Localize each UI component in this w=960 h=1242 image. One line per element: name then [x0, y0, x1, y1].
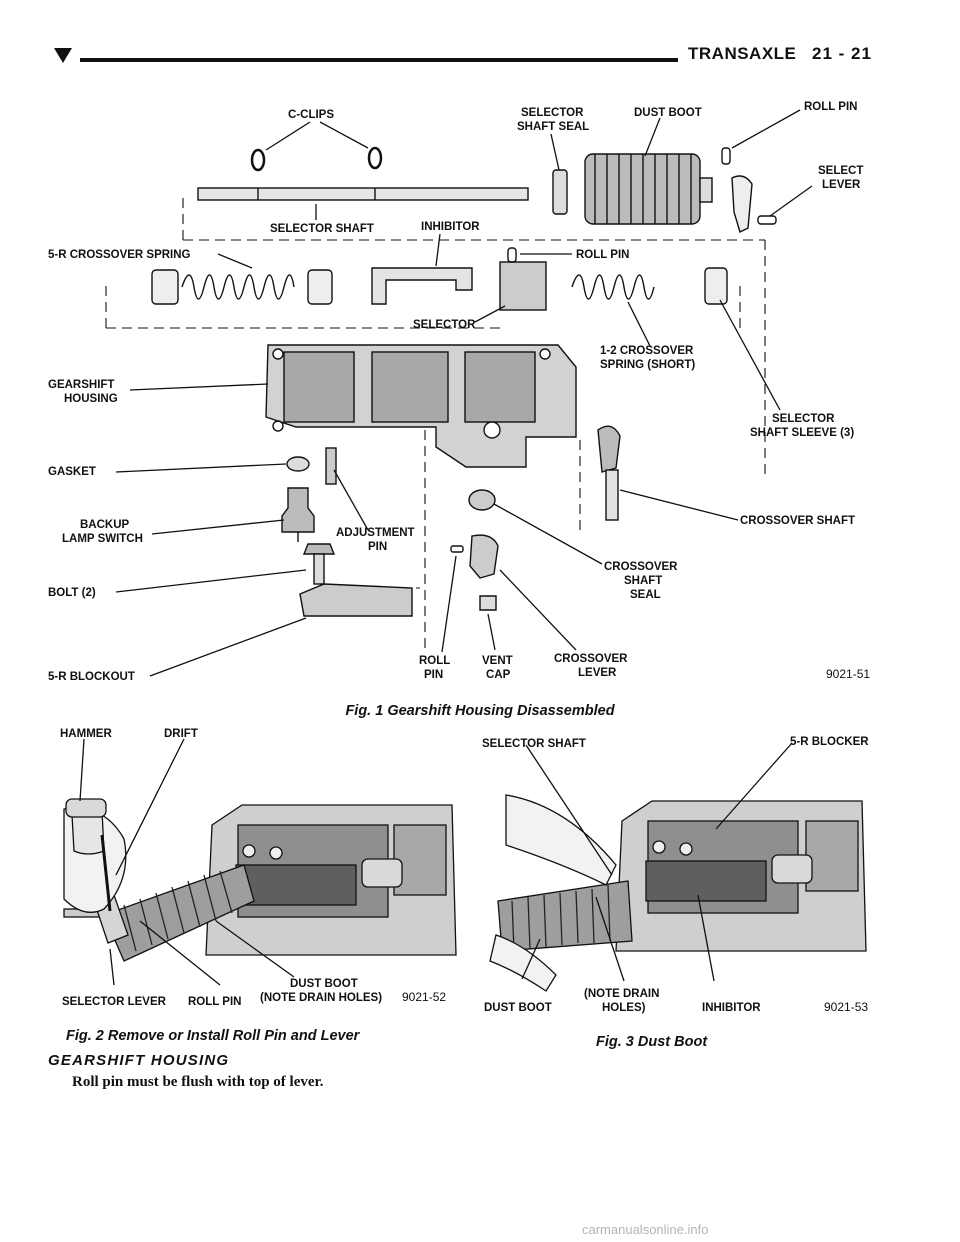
crossover-shaft-seal-part — [468, 489, 496, 511]
figure-1-caption: Fig. 1 Gearshift Housing Disassembled — [345, 703, 615, 719]
figure-2-caption: Fig. 2 Remove or Install Roll Pin and Le… — [66, 1028, 360, 1044]
label-crossover-shaft-seal-3: SEAL — [630, 589, 661, 601]
page-number: 21 - 21 — [812, 44, 872, 63]
crossover-spring-5r-part — [181, 274, 295, 300]
figure-2-photo: HAMMER DRIFT SELECTOR LEVER ROLL PIN DUS… — [44, 725, 464, 1025]
selector-shaft-seal-part — [552, 169, 568, 215]
fig3-label-note-2: HOLES) — [602, 1002, 646, 1014]
label-backup-lamp-switch-2: LAMP SWITCH — [62, 533, 143, 545]
label-c-clips: C-CLIPS — [288, 109, 334, 121]
label-crossover-shaft-seal-1: CROSSOVER — [604, 561, 678, 573]
label-selector-shaft-seal-1: SELECTOR — [521, 107, 584, 119]
figure-1-exploded-diagram: C-CLIPS SELECTOR SHAFT SEAL DUST BOOT RO… — [0, 90, 960, 695]
blockout-5r-part — [299, 583, 413, 617]
label-selector-shaft-sleeve-2: SHAFT SLEEVE (3) — [750, 427, 854, 439]
label-vent-cap-1: VENT — [482, 655, 513, 667]
label-adjustment-pin-2: PIN — [368, 541, 387, 553]
label-selector-shaft: SELECTOR SHAFT — [270, 223, 374, 235]
fig3-label-blocker-5r: 5-R BLOCKER — [790, 736, 869, 748]
label-roll-pin-top: ROLL PIN — [804, 101, 857, 113]
label-crossover-spring-12-1: 1-2 CROSSOVER — [600, 345, 694, 357]
roll-pin-mid-part — [507, 247, 517, 263]
sleeve-right — [704, 267, 728, 305]
label-blockout-5r: 5-R BLOCKOUT — [48, 671, 135, 683]
fig2-label-hammer: HAMMER — [60, 728, 112, 740]
roll-pin-top-part — [721, 147, 731, 165]
label-selector: SELECTOR — [413, 319, 476, 331]
roll-pin-bottom-part — [450, 545, 464, 553]
figure-3-caption: Fig. 3 Dust Boot — [596, 1034, 708, 1050]
label-selector-shaft-seal-2: SHAFT SEAL — [517, 121, 589, 133]
label-bolt: BOLT (2) — [48, 587, 96, 599]
label-inhibitor: INHIBITOR — [421, 221, 480, 233]
inhibitor-part — [371, 267, 473, 305]
bolt-part — [302, 543, 336, 585]
fig3-label-inhibitor: INHIBITOR — [702, 1002, 761, 1014]
selector-shaft-part — [197, 187, 529, 201]
label-select-lever-2: LEVER — [822, 179, 861, 191]
section-heading: GEARSHIFT HOUSING — [48, 1052, 230, 1069]
fig2-label-drift: DRIFT — [164, 728, 198, 740]
figure-3-photo: SELECTOR SHAFT 5-R BLOCKER DUST BOOT (NO… — [476, 725, 916, 1025]
section-marker-icon — [54, 48, 72, 63]
label-roll-pin-bottom-1: ROLL — [419, 655, 450, 667]
crossover-spring-12-part — [571, 274, 655, 300]
figure-3-code: 9021-53 — [824, 1000, 868, 1014]
photo-hammer — [65, 798, 107, 818]
watermark: carmanualsonline.info — [582, 1222, 709, 1237]
label-crossover-lever-2: LEVER — [578, 667, 617, 679]
label-crossover-spring-5r: 5-R CROSSOVER SPRING — [48, 249, 191, 261]
select-lever-part — [731, 175, 753, 233]
fig3-label-note-1: (NOTE DRAIN — [584, 988, 659, 1000]
photo3-dust-boot — [497, 880, 633, 952]
section-body-text: Roll pin must be flush with top of lever… — [72, 1074, 324, 1090]
figure-2-code: 9021-52 — [402, 990, 446, 1004]
fig2-label-selector-lever: SELECTOR LEVER — [62, 996, 167, 1008]
label-backup-lamp-switch-1: BACKUP — [80, 519, 130, 531]
label-crossover-shaft: CROSSOVER SHAFT — [740, 515, 855, 527]
label-vent-cap-2: CAP — [486, 669, 511, 681]
section-title: TRANSAXLE — [688, 44, 797, 63]
fig3-label-dust-boot: DUST BOOT — [484, 1002, 552, 1014]
gasket-part — [286, 456, 310, 472]
sleeve-center — [307, 269, 333, 305]
backup-lamp-switch-part — [281, 487, 315, 542]
figure-1-code: 9021-51 — [826, 667, 870, 681]
photo-drift — [100, 834, 112, 912]
label-crossover-spring-12-2: SPRING (SHORT) — [600, 359, 695, 371]
label-roll-pin-mid: ROLL PIN — [576, 249, 629, 261]
c-clip-left — [250, 148, 266, 172]
sleeve-left — [151, 269, 179, 305]
selector-part — [499, 261, 547, 311]
dust-boot-part — [584, 153, 701, 225]
label-gearshift-housing-2: HOUSING — [64, 393, 118, 405]
label-gasket: GASKET — [48, 466, 96, 478]
fig3-label-selector-shaft: SELECTOR SHAFT — [482, 738, 586, 750]
fig2-label-roll-pin: ROLL PIN — [188, 996, 241, 1008]
label-select-lever-1: SELECT — [818, 165, 863, 177]
label-selector-shaft-sleeve-1: SELECTOR — [772, 413, 835, 425]
label-dust-boot: DUST BOOT — [634, 107, 702, 119]
adjustment-pin-part — [325, 447, 337, 485]
fig2-label-note: (NOTE DRAIN HOLES) — [260, 992, 382, 1004]
fig2-label-dust-boot: DUST BOOT — [290, 978, 358, 990]
c-clip-right — [367, 146, 383, 170]
crossover-shaft-part — [597, 425, 621, 521]
vent-cap-part — [479, 595, 497, 611]
label-crossover-shaft-seal-2: SHAFT — [624, 575, 662, 587]
label-adjustment-pin-1: ADJUSTMENT — [336, 527, 415, 539]
crossover-lever-part — [469, 534, 499, 579]
label-gearshift-housing-1: GEARSHIFT — [48, 379, 114, 391]
label-crossover-lever-1: CROSSOVER — [554, 653, 628, 665]
label-roll-pin-bottom-2: PIN — [424, 669, 443, 681]
gearshift-housing-part — [265, 344, 577, 468]
header-rule — [80, 58, 678, 62]
